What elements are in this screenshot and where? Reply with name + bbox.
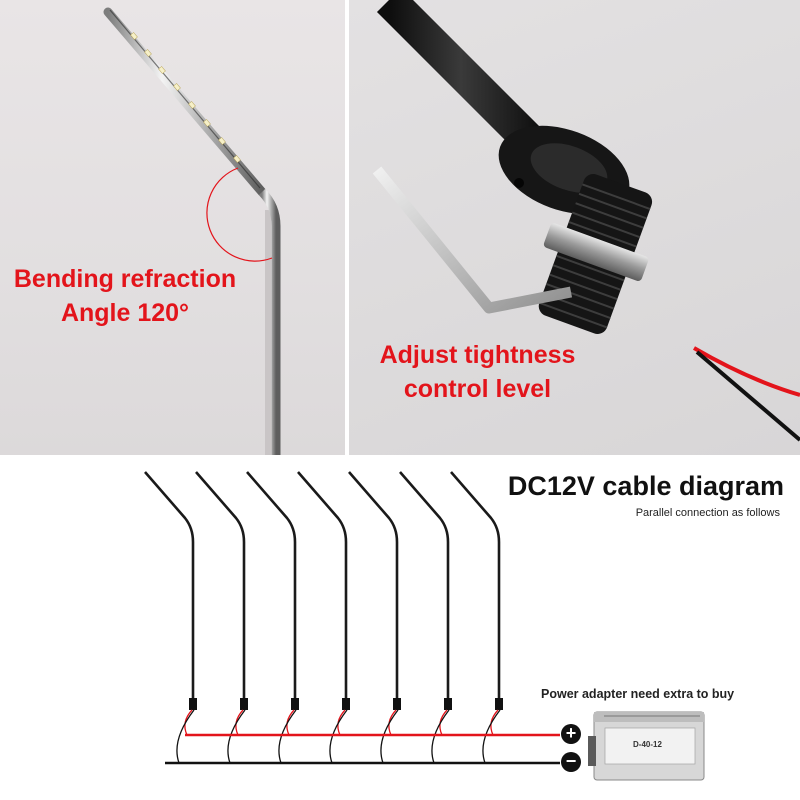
bending-angle-label: Bending refraction Angle 120° [0,262,250,330]
hex-key [372,166,573,314]
negative-terminal-icon: − [561,752,581,772]
lamp-1 [144,471,197,764]
lamp-rod [258,188,281,455]
positive-terminal-icon: + [561,724,581,744]
lamp-5 [348,471,401,764]
lamp-6 [399,471,452,764]
tightness-label-line2: control level [403,375,552,403]
lamp-group [144,471,503,764]
adapter-model-label: D-40-12 [633,740,662,749]
lamp-4 [297,471,350,764]
power-adapter [588,711,705,781]
lamp-head [103,7,267,197]
bending-lamp-illustration [103,7,281,455]
diagram-subtitle: Parallel connection as follows [635,507,780,519]
bending-photo: Bending refraction Angle 120° [0,0,345,455]
adapter-note: Power adapter need extra to buy [541,687,735,701]
tightness-label-line1: Adjust tightness [379,341,576,369]
angle-arc [206,167,273,262]
led-chips [130,32,241,163]
bending-label-line2: Angle 120° [60,299,190,327]
mount-illustration [372,0,800,442]
tightening-nut [543,223,649,282]
bending-label-line1: Bending refraction [13,265,237,293]
lamp-2 [195,471,248,764]
red-wire [692,346,800,397]
black-wire [695,350,800,442]
tightness-label: Adjust tightness control level [349,338,610,406]
diagram-title: DC12V cable diagram [507,471,784,501]
tightness-photo: Adjust tightness control level [349,0,800,455]
panel-divider [345,0,349,455]
lamp-3 [246,471,299,764]
lamp-7 [450,471,503,764]
